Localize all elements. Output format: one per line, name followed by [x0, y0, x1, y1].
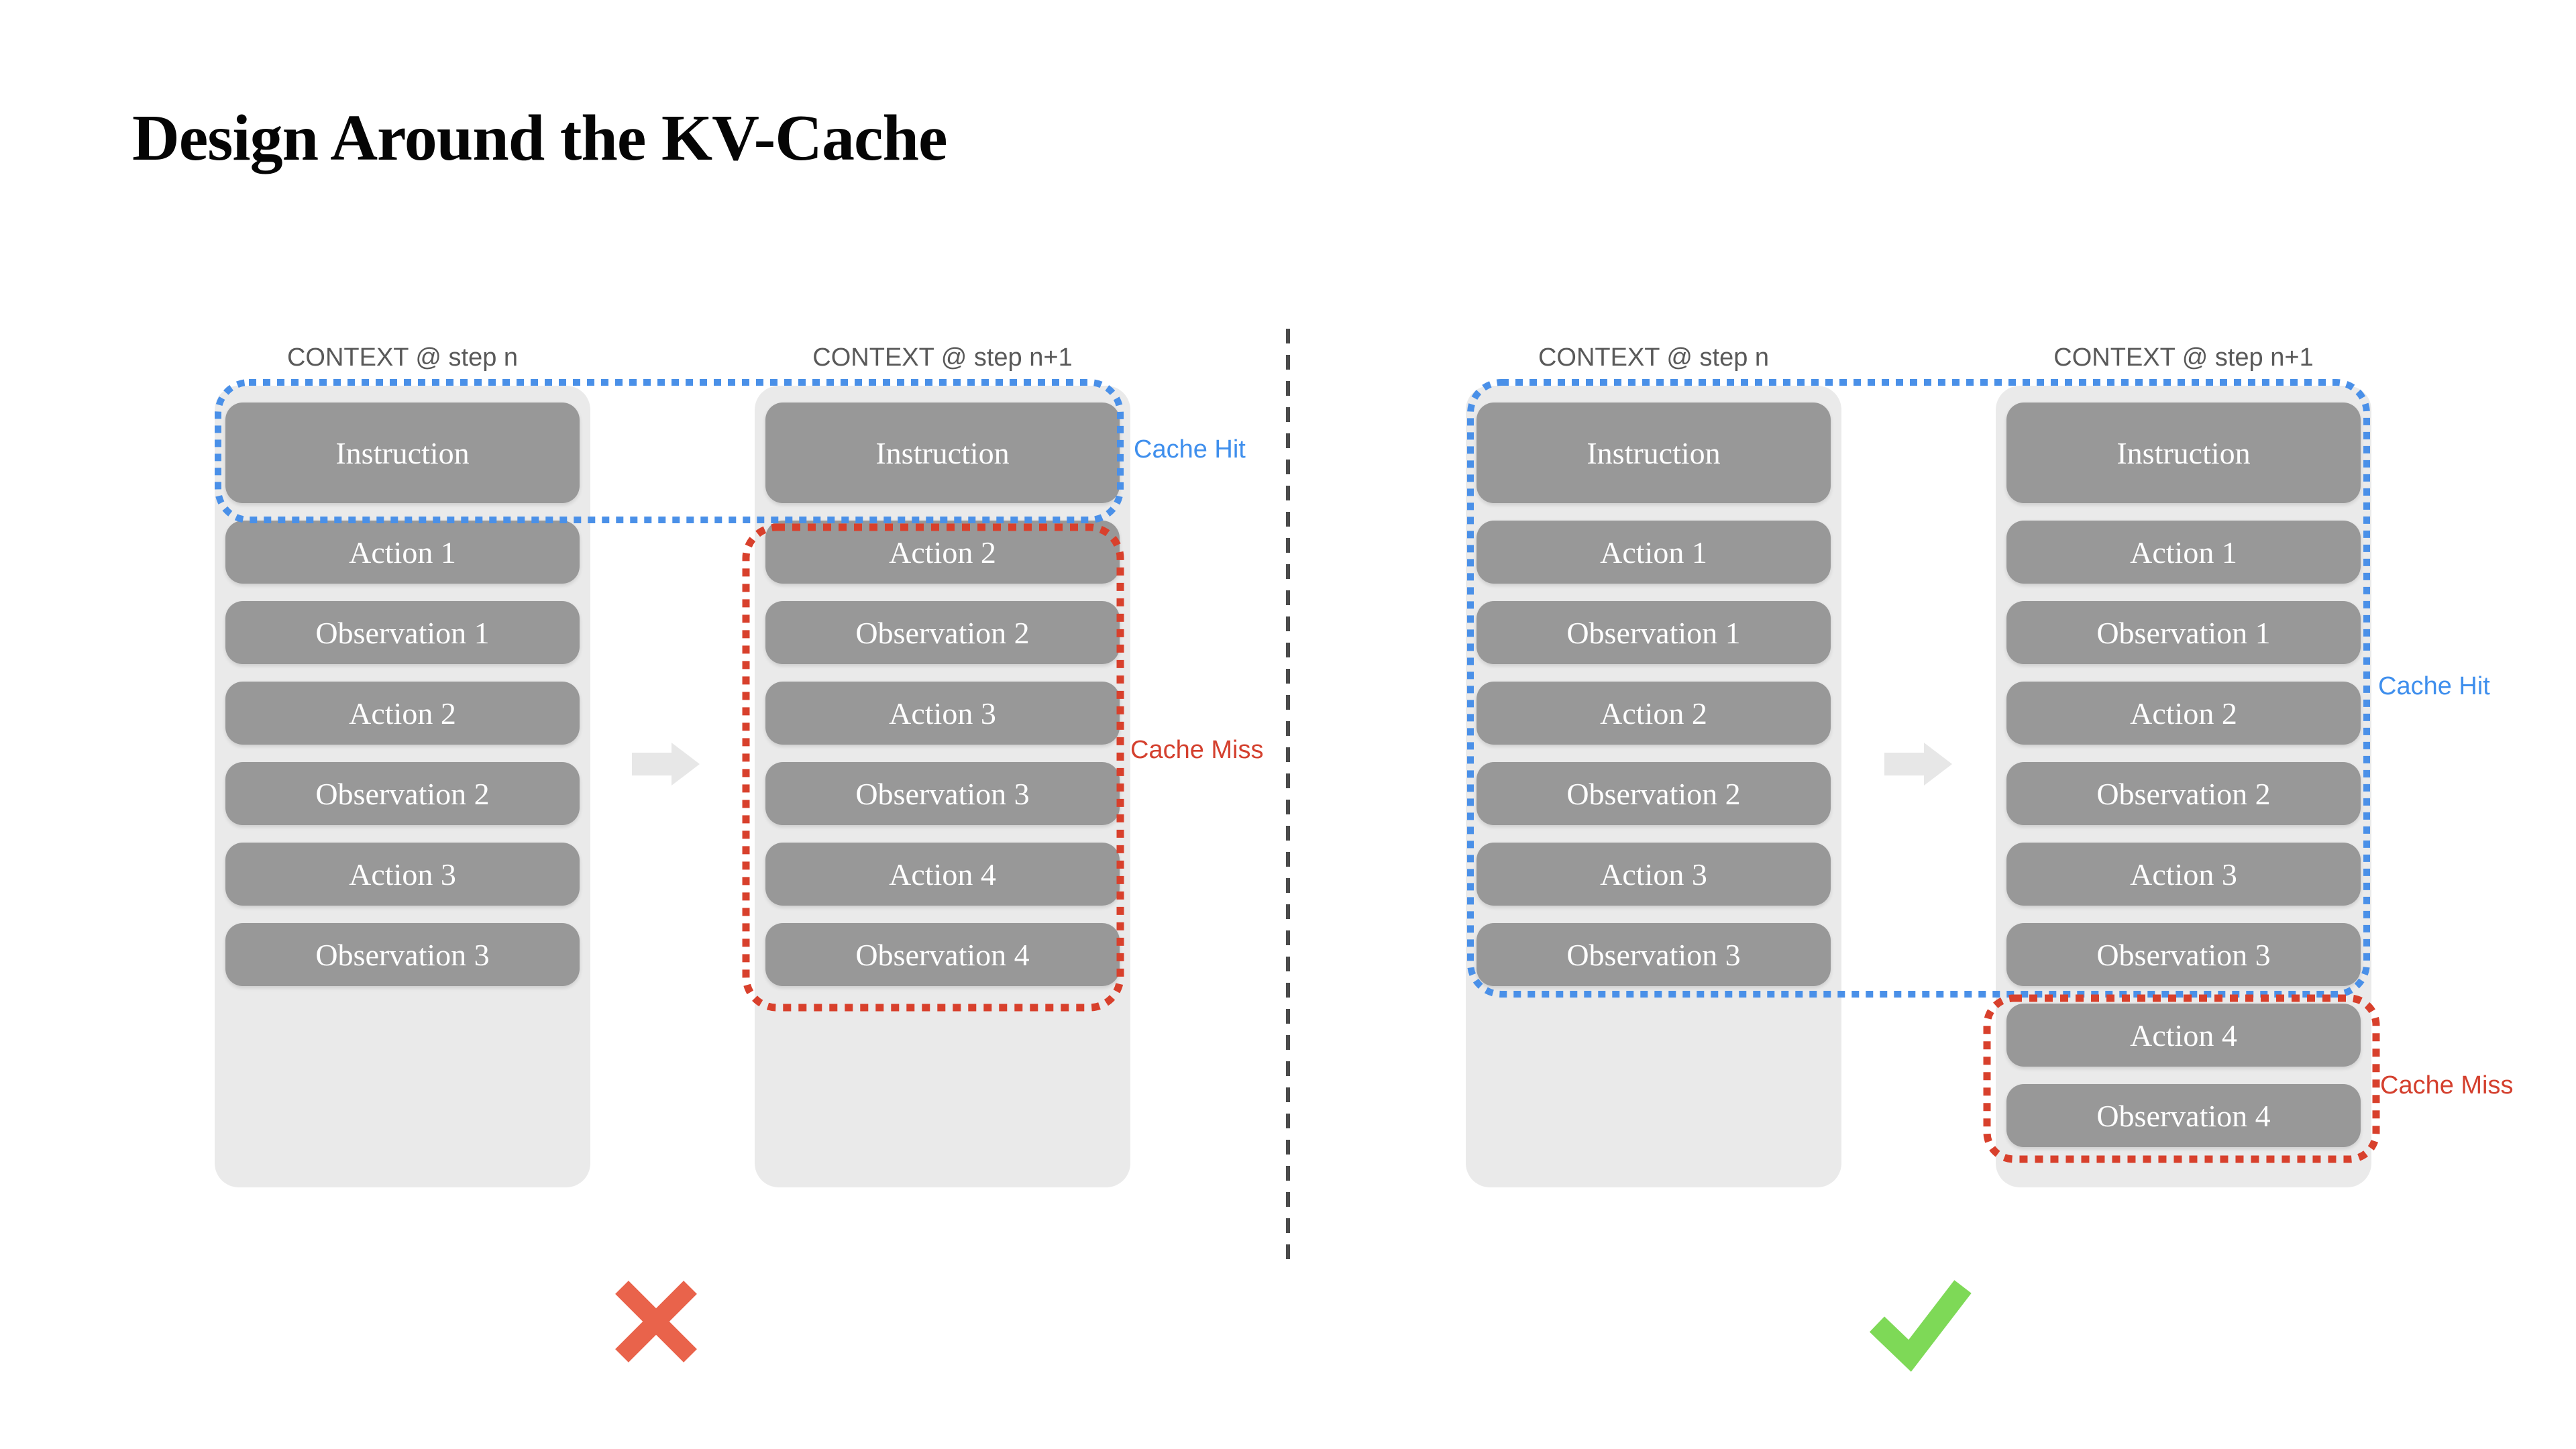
x-mark-icon — [615, 1281, 697, 1362]
left-cache-miss-label: Cache Miss — [1130, 736, 1264, 764]
right-context-step-n1-column: Instruction Action 1 Observation 1 Actio… — [1996, 386, 2371, 1187]
left-cache-hit-label: Cache Hit — [1134, 435, 1246, 464]
left-step-n1-header: CONTEXT @ step n+1 — [812, 343, 1073, 372]
context-box: Action 2 — [2006, 682, 2361, 745]
context-box: Action 4 — [765, 843, 1120, 906]
left-step-n-header: CONTEXT @ step n — [286, 343, 519, 372]
context-box: Observation 3 — [225, 923, 580, 986]
context-box: Action 2 — [1477, 682, 1831, 745]
context-box: Action 3 — [765, 682, 1120, 745]
context-box: Action 2 — [225, 682, 580, 745]
context-box: Observation 2 — [1477, 762, 1831, 825]
right-context-step-n-column: Instruction Action 1 Observation 1 Actio… — [1466, 386, 1841, 1187]
left-context-step-n-column: Instruction Action 1 Observation 1 Actio… — [215, 386, 590, 1187]
context-box: Observation 3 — [765, 762, 1120, 825]
right-arrow-icon — [632, 743, 700, 786]
right-cache-hit-outline — [1467, 379, 2370, 998]
context-box: Observation 4 — [765, 923, 1120, 986]
left-cache-hit-outline — [215, 379, 1124, 523]
right-cache-miss-label: Cache Miss — [2380, 1071, 2514, 1099]
context-box: Observation 1 — [2006, 601, 2361, 664]
context-box: Action 3 — [225, 843, 580, 906]
context-box-instruction: Instruction — [225, 402, 580, 503]
right-step-n1-header: CONTEXT @ step n+1 — [2053, 343, 2314, 372]
right-cache-miss-outline — [1983, 994, 2380, 1163]
context-box: Observation 1 — [225, 601, 580, 664]
context-box: Action 1 — [1477, 521, 1831, 584]
context-box-instruction: Instruction — [1477, 402, 1831, 503]
context-box: Action 1 — [2006, 521, 2361, 584]
context-box: Action 2 — [765, 521, 1120, 584]
right-arrow-icon — [1884, 743, 1952, 786]
left-cache-miss-outline — [742, 523, 1124, 1012]
context-box: Action 1 — [225, 521, 580, 584]
context-box: Observation 4 — [2006, 1084, 2361, 1147]
context-box: Action 3 — [1477, 843, 1831, 906]
check-mark-icon — [1869, 1280, 1972, 1372]
context-box: Observation 2 — [225, 762, 580, 825]
context-box: Observation 2 — [2006, 762, 2361, 825]
right-step-n-header: CONTEXT @ step n — [1538, 343, 1770, 372]
slide-title: Design Around the KV-Cache — [132, 102, 948, 174]
context-box-instruction: Instruction — [2006, 402, 2361, 503]
context-box: Observation 3 — [2006, 923, 2361, 986]
context-box-instruction: Instruction — [765, 402, 1120, 503]
context-box: Observation 1 — [1477, 601, 1831, 664]
right-cache-hit-label: Cache Hit — [2378, 672, 2490, 700]
context-box: Action 4 — [2006, 1004, 2361, 1067]
context-box: Observation 2 — [765, 601, 1120, 664]
context-box: Observation 3 — [1477, 923, 1831, 986]
context-box: Action 3 — [2006, 843, 2361, 906]
